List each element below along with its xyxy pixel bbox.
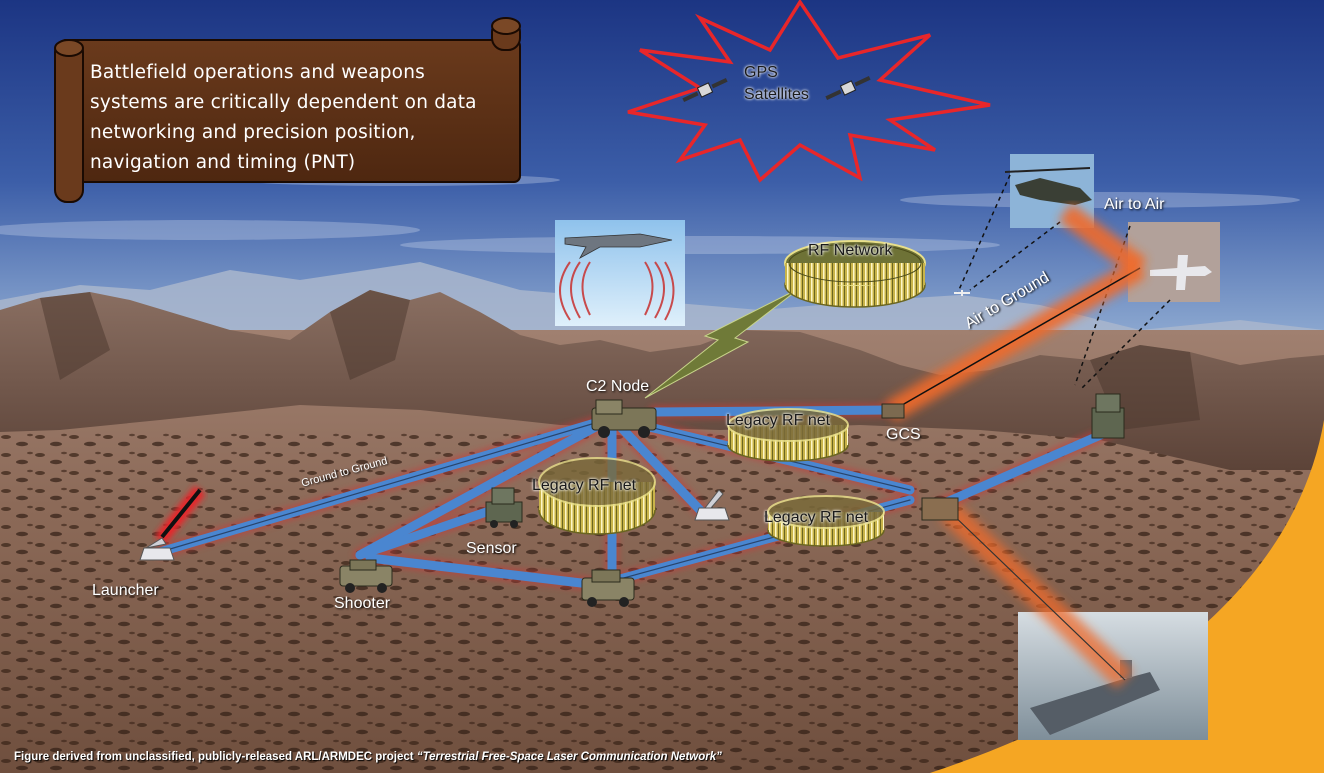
rf-network-label: RF Network: [808, 242, 893, 259]
legacy-rf-ring-2: [538, 457, 656, 535]
sensor-vehicle-icon: [485, 487, 523, 528]
shooter-vehicle-icon: [339, 559, 393, 593]
callout-text: Battlefield operations and weapons syste…: [90, 62, 477, 173]
sensor-label: Sensor: [466, 540, 517, 557]
laser-links: [154, 203, 1147, 689]
fighter-jet-image: [555, 220, 685, 326]
missile-launcher-icon: [694, 489, 730, 521]
near-mountains: [0, 290, 1324, 470]
legacy-rf-net-label-1: Legacy RF net: [726, 412, 831, 429]
gps-label-line2: Satellites: [744, 86, 809, 103]
launcher-label: Launcher: [92, 582, 159, 599]
callout-scroll: [54, 17, 521, 203]
shooter-label: Shooter: [334, 595, 391, 612]
gcs-label: GCS: [886, 426, 921, 443]
gps-label-line1: GPS: [744, 64, 778, 81]
east-vehicle-icon: [921, 497, 959, 521]
figure-caption: Figure derived from unclassified, public…: [14, 751, 722, 763]
air-to-air-label: Air to Air: [1104, 196, 1165, 213]
corner-swoosh: [930, 420, 1324, 773]
caption-prefix: Figure derived from unclassified, public…: [14, 751, 417, 763]
legacy-rf-net-label-3: Legacy RF net: [764, 509, 869, 526]
legacy-rf-ring-1: [727, 408, 849, 462]
small-uav-icon: [954, 290, 970, 296]
c2-node-label: C2 Node: [586, 378, 650, 395]
satellite-icon: [682, 78, 728, 102]
caption-title: “Terrestrial Free-Space Laser Communicat…: [416, 751, 722, 763]
legacy-rf-net-label-2: Legacy RF net: [532, 477, 637, 494]
gps-starburst: [627, 0, 991, 183]
radar-vehicle-icon: [1091, 393, 1125, 439]
launcher-icon: [139, 537, 175, 561]
rf-network-ring: [784, 240, 926, 308]
c2-node-vehicle-icon: [591, 399, 657, 438]
center-vehicle-icon: [581, 569, 635, 607]
legacy-rf-ring-3: [767, 495, 885, 547]
dashed-links: [957, 174, 1171, 391]
gcs-vehicle-icon: [881, 403, 905, 419]
ground-links: [153, 403, 1119, 592]
satellite-icon: [825, 76, 871, 100]
